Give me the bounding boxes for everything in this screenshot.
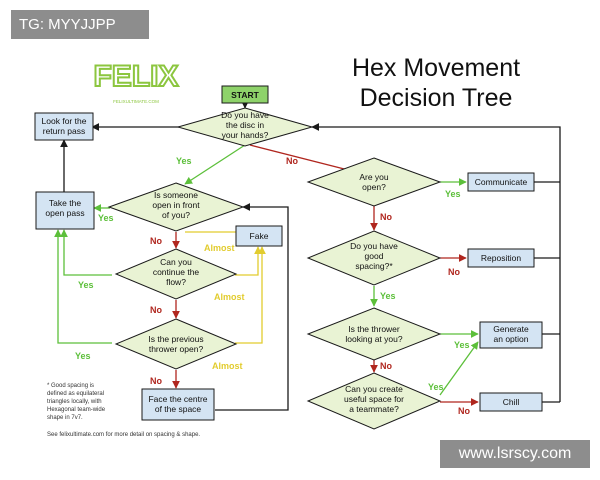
svg-text:spacing?*: spacing?* bbox=[355, 261, 393, 271]
label-almost: Almost bbox=[204, 243, 235, 253]
svg-text:Can you: Can you bbox=[160, 257, 192, 267]
label-no: No bbox=[448, 267, 460, 277]
svg-text:looking at you?: looking at you? bbox=[345, 334, 402, 344]
svg-text:Hexagonal team-wide: Hexagonal team-wide bbox=[47, 407, 106, 413]
box-generate-option: Generate an option bbox=[479, 321, 543, 349]
svg-text:open pass: open pass bbox=[45, 208, 84, 218]
felix-logo: FELIX FELIXULTIMATE.COM bbox=[92, 48, 180, 104]
svg-text:Are you: Are you bbox=[359, 172, 389, 182]
label-yes: Yes bbox=[78, 280, 94, 290]
label-no: No bbox=[380, 212, 392, 222]
label-almost: Almost bbox=[214, 292, 245, 302]
diamond-are-you-open: Are you open? bbox=[306, 157, 442, 207]
svg-text:Is the thrower: Is the thrower bbox=[348, 324, 400, 334]
svg-text:Do you have: Do you have bbox=[221, 110, 269, 120]
svg-text:useful space for: useful space for bbox=[344, 394, 404, 404]
label-no: No bbox=[150, 236, 162, 246]
footnote: * Good spacing is defined as equilateral… bbox=[47, 383, 200, 438]
svg-text:of the space: of the space bbox=[155, 404, 202, 414]
connectors bbox=[54, 100, 561, 411]
label-yes: Yes bbox=[176, 156, 192, 166]
box-take-open-pass: Take the open pass bbox=[35, 191, 95, 230]
svg-text:the disc in: the disc in bbox=[226, 120, 265, 130]
svg-text:shape in 7v7.: shape in 7v7. bbox=[47, 415, 83, 421]
svg-text:Reposition: Reposition bbox=[481, 253, 521, 263]
svg-text:Look for the: Look for the bbox=[42, 116, 87, 126]
diamond-continue-flow: Can you continue the flow? bbox=[114, 248, 238, 300]
diamond-useful-space: Can you create useful space for a teamma… bbox=[306, 372, 442, 430]
svg-text:good: good bbox=[365, 251, 384, 261]
box-chill: Chill bbox=[479, 392, 543, 412]
svg-text:open?: open? bbox=[362, 182, 386, 192]
svg-text:Generate: Generate bbox=[493, 324, 529, 334]
svg-text:continue the: continue the bbox=[153, 267, 200, 277]
start-node: START bbox=[221, 85, 269, 104]
svg-text:your hands?: your hands? bbox=[222, 130, 269, 140]
label-yes: Yes bbox=[445, 189, 461, 199]
watermark-top: TG: MYYJJPP bbox=[11, 10, 149, 39]
svg-text:open in front: open in front bbox=[152, 200, 200, 210]
diamond-thrower-looking: Is the thrower looking at you? bbox=[306, 307, 442, 361]
svg-text:Can you create: Can you create bbox=[345, 384, 403, 394]
svg-text:of you?: of you? bbox=[162, 210, 190, 220]
label-no: No bbox=[150, 305, 162, 315]
label-yes: Yes bbox=[75, 351, 91, 361]
svg-text:defined as equilateral: defined as equilateral bbox=[47, 391, 104, 397]
edge-labels: Yes No Yes No Almost Yes No Almost Yes N… bbox=[75, 156, 470, 416]
label-almost: Almost bbox=[212, 361, 243, 371]
svg-text:an option: an option bbox=[494, 334, 529, 344]
svg-text:flow?: flow? bbox=[166, 277, 186, 287]
logo-text: FELIX bbox=[93, 60, 178, 93]
footnote-see-more: See felixultimate.com for more detail on… bbox=[47, 432, 200, 438]
svg-text:Is someone: Is someone bbox=[154, 190, 198, 200]
diamond-open-in-front: Is someone open in front of you? bbox=[107, 182, 245, 232]
box-fake: Fake bbox=[235, 225, 283, 247]
label-yes: Yes bbox=[380, 291, 396, 301]
svg-text:Communicate: Communicate bbox=[475, 177, 528, 187]
box-look-return-pass: Look for the return pass bbox=[34, 112, 94, 141]
title-line-2: Decision Tree bbox=[360, 84, 513, 112]
svg-text:triangles locally, with: triangles locally, with bbox=[47, 399, 102, 405]
label-no: No bbox=[286, 156, 298, 166]
label-yes: Yes bbox=[454, 340, 470, 350]
diamond-previous-thrower: Is the previous thrower open? bbox=[114, 318, 238, 370]
start-label: START bbox=[231, 90, 260, 100]
label-yes: Yes bbox=[98, 213, 114, 223]
svg-text:Fake: Fake bbox=[250, 231, 269, 241]
watermark-bottom: www.lsrscy.com bbox=[440, 440, 590, 468]
box-reposition: Reposition bbox=[467, 248, 535, 268]
label-yes: Yes bbox=[428, 382, 444, 392]
diamond-disc-in-hands: Do you have the disc in your hands? bbox=[176, 107, 314, 147]
svg-text:Face the centre: Face the centre bbox=[148, 394, 207, 404]
svg-text:Take the: Take the bbox=[49, 198, 81, 208]
box-face-centre: Face the centre of the space bbox=[141, 388, 215, 421]
svg-text:Do you have: Do you have bbox=[350, 241, 398, 251]
svg-text:* Good spacing is: * Good spacing is bbox=[47, 383, 94, 389]
svg-text:return pass: return pass bbox=[43, 126, 86, 136]
logo-subtitle: FELIXULTIMATE.COM bbox=[113, 99, 159, 104]
label-no: No bbox=[458, 406, 470, 416]
svg-text:a teammate?: a teammate? bbox=[349, 404, 399, 414]
label-no: No bbox=[380, 361, 392, 371]
diamond-good-spacing: Do you have good spacing?* bbox=[306, 230, 442, 286]
label-no: No bbox=[150, 376, 162, 386]
box-communicate: Communicate bbox=[467, 172, 535, 192]
svg-text:Is the previous: Is the previous bbox=[148, 334, 203, 344]
svg-text:Chill: Chill bbox=[503, 397, 520, 407]
svg-text:thrower open?: thrower open? bbox=[149, 344, 204, 354]
title-line-1: Hex Movement bbox=[352, 54, 520, 82]
